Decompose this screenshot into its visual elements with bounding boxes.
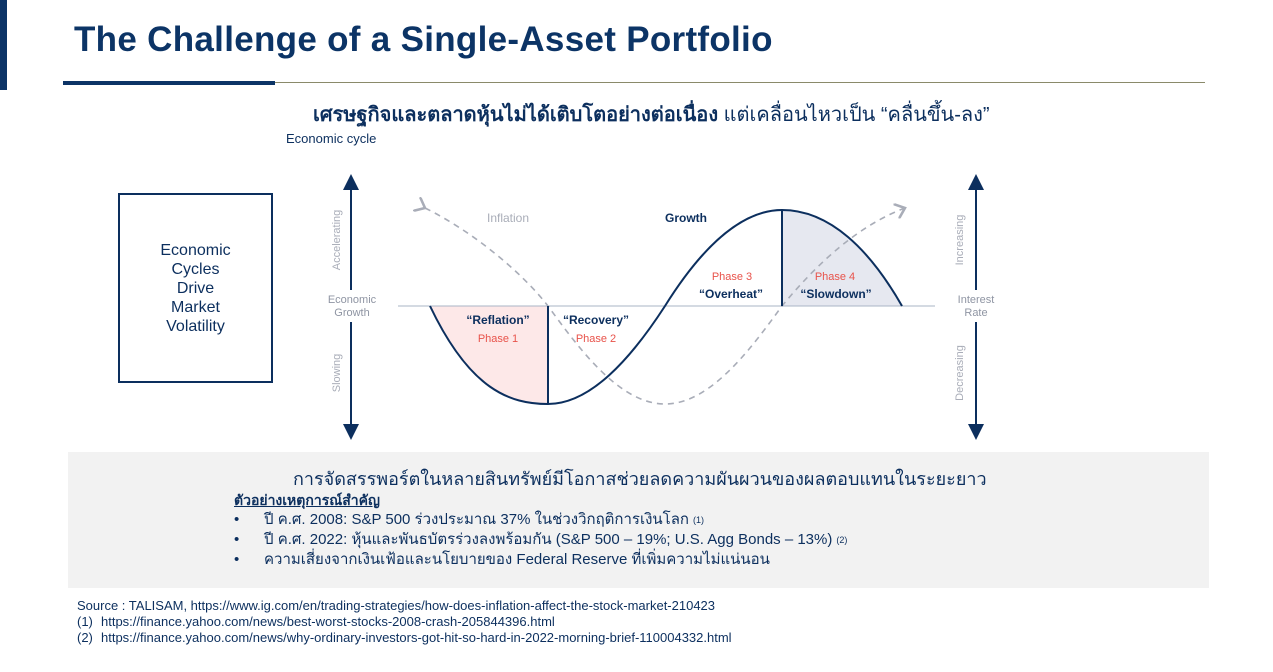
accent-bar <box>0 0 7 90</box>
phase3-name: “Overheat” <box>699 287 763 301</box>
box-line: Volatility <box>166 317 225 335</box>
slide-title: The Challenge of a Single-Asset Portfoli… <box>74 20 773 59</box>
source-main: Source : TALISAM, https://www.ig.com/en/… <box>77 598 716 613</box>
economic-growth-label: Economic <box>328 294 377 306</box>
list-item: •ความเสี่ยงจากเงินเฟ้อและนโยบายของ Feder… <box>234 551 770 568</box>
diagram-heading: Economic cycle <box>286 131 377 146</box>
phase3-label: Phase 3 <box>712 271 752 283</box>
bullet-text: ความเสี่ยงจากเงินเฟ้อและนโยบายของ Federa… <box>264 551 770 568</box>
inflation-label: Inflation <box>487 211 529 225</box>
phase1-name: “Reflation” <box>466 313 529 327</box>
interest-rate-label: Interest <box>958 294 995 306</box>
growth-label: Growth <box>665 211 707 225</box>
inflation-curve <box>425 208 905 405</box>
source-ref-2: (2) https://finance.yahoo.com/news/why-or… <box>77 630 732 646</box>
subtitle-normal: แต่เคลื่อนไหวเป็น “คลื่นขึ้น-ลง” <box>718 104 990 126</box>
reference-mark: (1) <box>693 515 705 525</box>
panel-heading: การจัดสรรพอร์ตในหลายสินทรัพย์มีโอกาสช่วย… <box>293 469 987 489</box>
ref-number: (1) <box>77 614 93 629</box>
box-line: Economic <box>160 241 231 259</box>
reference-mark: (2) <box>836 535 848 545</box>
panel-subheading: ตัวอย่างเหตุการณ์สำคัญ <box>234 492 380 508</box>
interest-rate-label: Rate <box>964 307 987 319</box>
economic-cycles-box: Economic Cycles Drive Market Volatility <box>118 193 273 383</box>
key-events-panel: การจัดสรรพอร์ตในหลายสินทรัพย์มีโอกาสช่วย… <box>68 452 1209 588</box>
phase4-fill <box>782 210 902 306</box>
phase2-name: “Recovery” <box>563 313 629 327</box>
list-item: •ปี ค.ศ. 2008: S&P 500 ร่วงประมาณ 37% ใน… <box>234 511 705 528</box>
ref-number: (2) <box>77 630 93 645</box>
title-underline <box>63 81 275 85</box>
subtitle-bold: เศรษฐกิจและตลาดหุ้นไม่ได้เติบโตอย่างต่อเ… <box>313 104 719 126</box>
decreasing-label: Decreasing <box>954 345 966 401</box>
bullet-text: ปี ค.ศ. 2022: หุ้นและพันธบัตรร่วงลงพร้อม… <box>264 531 833 548</box>
phase2-label: Phase 2 <box>576 333 616 345</box>
phase1-fill <box>430 306 548 404</box>
source-link-1[interactable]: https://finance.yahoo.com/news/best-wors… <box>101 614 555 629</box>
slide-subtitle: เศรษฐกิจและตลาดหุ้นไม่ได้เติบโตอย่างต่อเ… <box>313 98 990 130</box>
accelerating-label: Accelerating <box>331 210 343 271</box>
sources: Source : TALISAM, https://www.ig.com/en/… <box>77 598 732 646</box>
phase4-name: “Slowdown” <box>800 287 871 301</box>
source-link-2: https://finance.yahoo.com/news/why-ordin… <box>101 630 732 645</box>
box-line: Cycles <box>171 260 220 278</box>
slowing-label: Slowing <box>331 354 343 393</box>
phase4-label: Phase 4 <box>815 271 855 283</box>
box-line: Market <box>171 298 220 316</box>
source-ref-1: (1) https://finance.yahoo.com/news/best-w… <box>77 614 732 630</box>
divider <box>275 82 1205 83</box>
economic-growth-label: Growth <box>334 307 369 319</box>
phase1-label: Phase 1 <box>478 333 518 345</box>
bullet-text: ปี ค.ศ. 2008: S&P 500 ร่วงประมาณ 37% ในช… <box>264 511 690 528</box>
box-line: Drive <box>176 279 215 297</box>
list-item: •ปี ค.ศ. 2022: หุ้นและพันธบัตรร่วงลงพร้อ… <box>234 531 848 548</box>
bullet-list: •ปี ค.ศ. 2008: S&P 500 ร่วงประมาณ 37% ใน… <box>234 510 847 570</box>
growth-curve <box>429 208 903 406</box>
increasing-label: Increasing <box>954 215 966 266</box>
